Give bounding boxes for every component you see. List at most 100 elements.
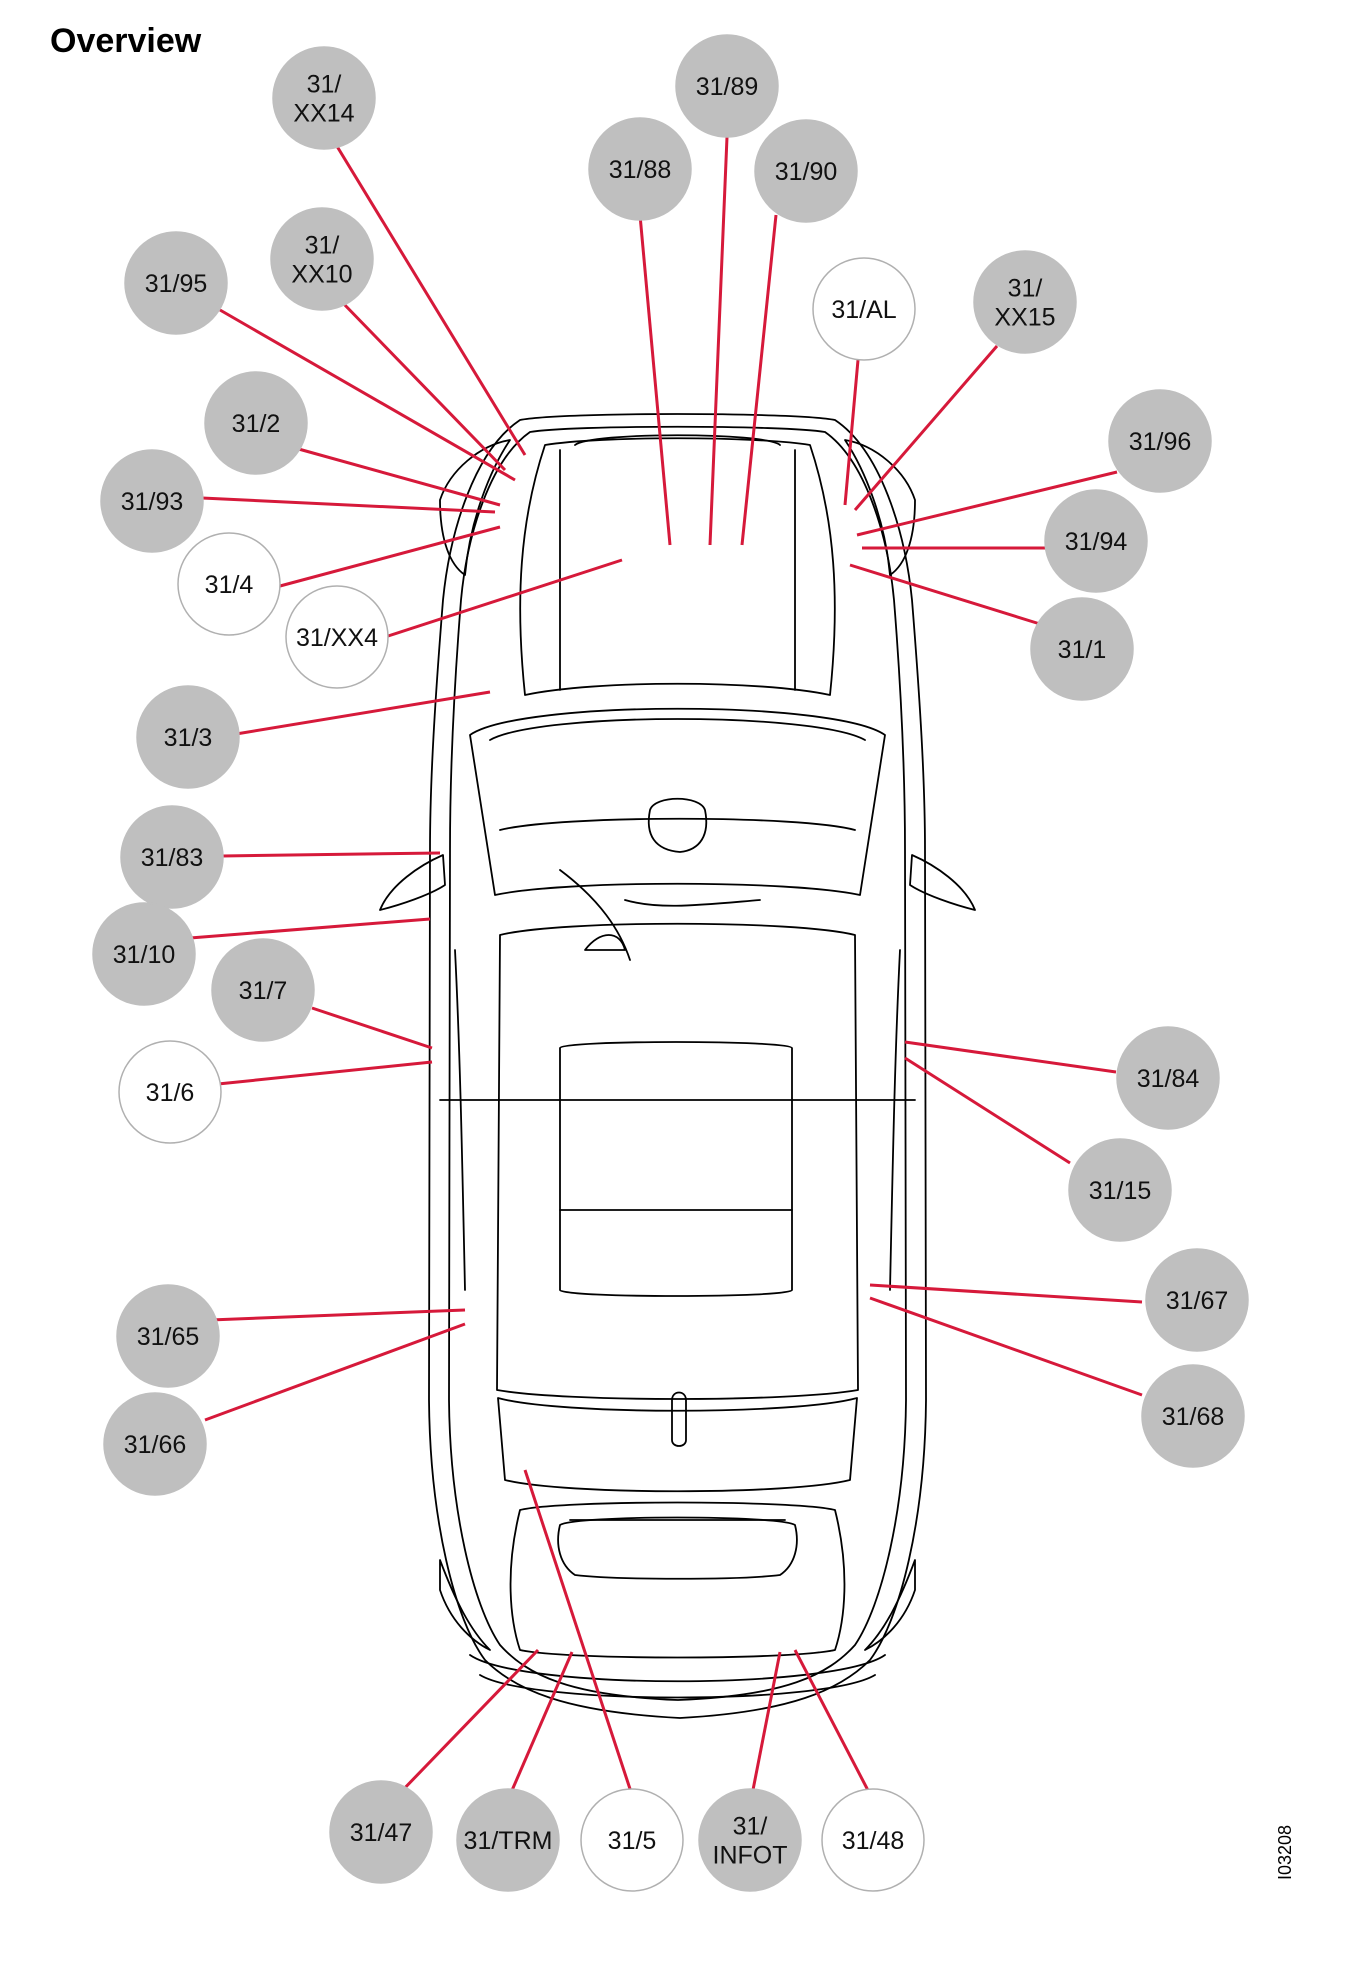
badge-label: 31/3: [164, 724, 213, 752]
badge-label-line: 31/48: [842, 1827, 905, 1855]
badge-label: 31/1: [1058, 636, 1107, 664]
leader-line: [523, 1469, 634, 1796]
callout-badges: 31/XX14 31/89 31/88 31/90 31/95 31/XX10 …: [92, 34, 1249, 1892]
badge-label: 31/TRM: [464, 1827, 553, 1855]
badge-label-line: 31/7: [239, 977, 288, 1005]
badge-label: 31/95: [145, 270, 208, 298]
car-top-view-outline: [379, 413, 976, 1719]
badge-label-line: 31/47: [350, 1819, 413, 1847]
badge-label-line: 31/: [733, 1813, 768, 1841]
callout-badge-93[interactable]: 31/93: [100, 449, 204, 553]
badge-label: 31/90: [775, 158, 838, 186]
badge-label-line: 31/5: [608, 1827, 657, 1855]
badge-circle: [118, 1040, 222, 1144]
leader-line: [638, 214, 672, 546]
badge-label-line: 31/93: [121, 488, 184, 516]
badge-circle: [812, 257, 916, 361]
badge-label: 31/84: [1137, 1065, 1200, 1093]
callout-badge-48[interactable]: 31/48: [821, 1788, 925, 1892]
leader-line: [856, 470, 1118, 537]
leader-line: [311, 1006, 433, 1050]
callout-badge-89[interactable]: 31/89: [675, 34, 779, 138]
badge-label-line: 31/68: [1162, 1403, 1225, 1431]
badge-label-line: 31/15: [1089, 1177, 1152, 1205]
badge-label-line: 31/: [1008, 275, 1043, 303]
callout-badge-90[interactable]: 31/90: [754, 119, 858, 223]
leader-line: [396, 1648, 540, 1797]
callout-badge-trm[interactable]: 31/TRM: [456, 1788, 560, 1892]
callout-badge-2[interactable]: 31/2: [204, 371, 308, 475]
badge-label-line: 31/66: [124, 1431, 187, 1459]
leader-line: [338, 298, 507, 472]
callout-badge-94[interactable]: 31/94: [1044, 489, 1148, 593]
callout-badge-95[interactable]: 31/95: [124, 231, 228, 335]
badge-label: 31/XX4: [296, 624, 378, 652]
leader-line: [740, 214, 778, 546]
callout-badge-84[interactable]: 31/84: [1116, 1026, 1220, 1130]
callout-badge-65[interactable]: 31/65: [116, 1284, 220, 1388]
callout-badge-3[interactable]: 31/3: [136, 685, 240, 789]
badge-label: 31/66: [124, 1431, 187, 1459]
badge-label-line: XX10: [291, 261, 352, 289]
callout-badge-10[interactable]: 31/10: [92, 902, 196, 1006]
callout-badge-4[interactable]: 31/4: [177, 532, 281, 636]
callout-badge-7[interactable]: 31/7: [211, 938, 315, 1042]
badge-circle: [588, 117, 692, 221]
leader-line: [384, 558, 623, 639]
badge-label: 31/96: [1129, 428, 1192, 456]
callout-badge-47[interactable]: 31/47: [329, 1780, 433, 1884]
callout-badge-infot[interactable]: 31/INFOT: [698, 1788, 802, 1892]
badge-label: 31/XX14: [293, 71, 354, 128]
callout-badge-6[interactable]: 31/6: [118, 1040, 222, 1144]
figure-id: I03208: [1275, 1824, 1295, 1880]
badge-circle: [821, 1788, 925, 1892]
callout-badge-xx4[interactable]: 31/XX4: [285, 585, 389, 689]
badge-circle: [204, 371, 308, 475]
leader-line: [904, 1040, 1117, 1074]
badge-circle: [270, 207, 374, 311]
badge-circle: [675, 34, 779, 138]
badge-circle: [329, 1780, 433, 1884]
badge-circle: [136, 685, 240, 789]
badge-circle: [124, 231, 228, 335]
callout-badge-83[interactable]: 31/83: [120, 805, 224, 909]
leader-line: [204, 1322, 466, 1422]
callout-badge-88[interactable]: 31/88: [588, 117, 692, 221]
badge-label-line: 31/2: [232, 410, 281, 438]
badge-label-line: 31/4: [205, 571, 254, 599]
badge-circle: [285, 585, 389, 689]
callout-badge-xx15[interactable]: 31/XX15: [973, 250, 1077, 354]
badge-label: 31/65: [137, 1323, 200, 1351]
badge-label-line: 31/10: [113, 941, 176, 969]
callout-badge-67[interactable]: 31/67: [1145, 1248, 1249, 1352]
badge-label-line: XX15: [994, 304, 1055, 332]
badge-label: 31/93: [121, 488, 184, 516]
badge-label-line: 31/83: [141, 844, 204, 872]
leader-line: [750, 1651, 782, 1796]
callout-badge-68[interactable]: 31/68: [1141, 1364, 1245, 1468]
callout-badge-xx14[interactable]: 31/XX14: [272, 46, 376, 150]
leader-line: [189, 917, 431, 940]
badge-label: 31/6: [146, 1079, 195, 1107]
badge-circle: [754, 119, 858, 223]
callout-badge-96[interactable]: 31/96: [1108, 389, 1212, 493]
badge-label: 31/89: [696, 73, 759, 101]
badge-label-line: 31/: [305, 232, 340, 260]
leader-line: [201, 496, 496, 514]
badge-circle: [1068, 1138, 1172, 1242]
badge-label: 31/5: [608, 1827, 657, 1855]
badge-circle: [1145, 1248, 1249, 1352]
callout-badge-al[interactable]: 31/AL: [812, 257, 916, 361]
badge-label-line: XX14: [293, 100, 354, 128]
leader-line: [219, 308, 516, 482]
callout-badge-1[interactable]: 31/1: [1030, 597, 1134, 701]
badge-label: 31/2: [232, 410, 281, 438]
callout-badge-xx10[interactable]: 31/XX10: [270, 207, 374, 311]
callout-badge-5[interactable]: 31/5: [580, 1788, 684, 1892]
callout-badge-15[interactable]: 31/15: [1068, 1138, 1172, 1242]
callout-badge-66[interactable]: 31/66: [103, 1392, 207, 1496]
badge-circle: [92, 902, 196, 1006]
leader-line: [333, 142, 527, 456]
badge-label-line: 31/67: [1166, 1287, 1229, 1315]
